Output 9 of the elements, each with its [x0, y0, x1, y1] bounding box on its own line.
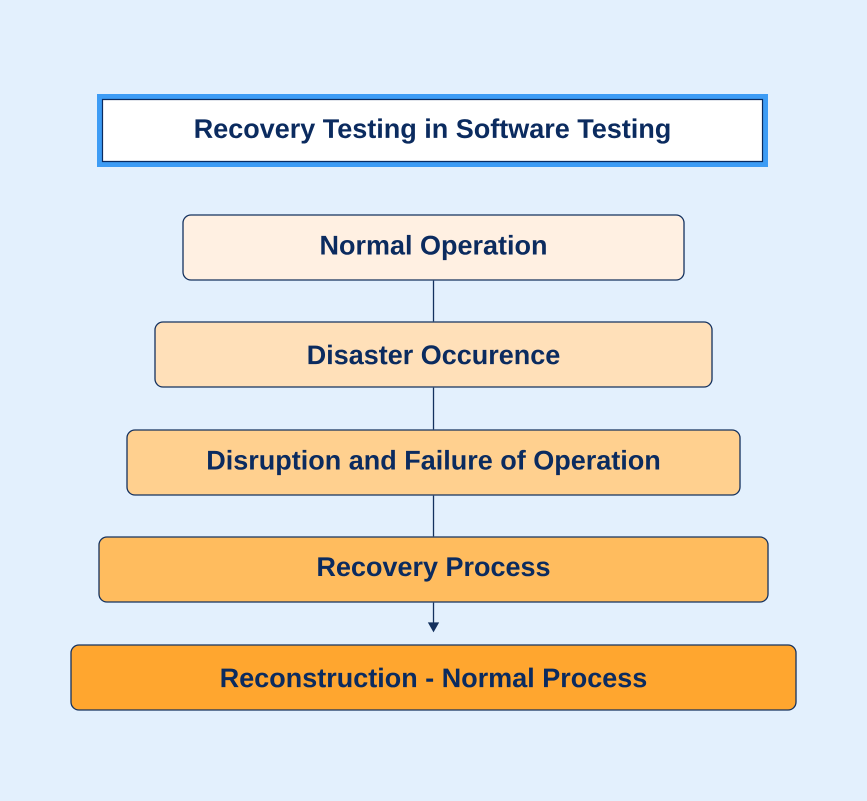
- connector-line: [432, 496, 434, 536]
- connector-line: [432, 280, 434, 322]
- title: Recovery Testing in Software Testing: [97, 94, 768, 167]
- process-box: Recovery Process: [98, 536, 769, 603]
- process-box: Disaster Occurence: [154, 321, 713, 388]
- process-box: Reconstruction - Normal Process: [70, 644, 797, 711]
- process-box: Disruption and Failure of Operation: [126, 429, 741, 496]
- connector-line: [432, 388, 434, 430]
- process-box: Normal Operation: [182, 214, 685, 281]
